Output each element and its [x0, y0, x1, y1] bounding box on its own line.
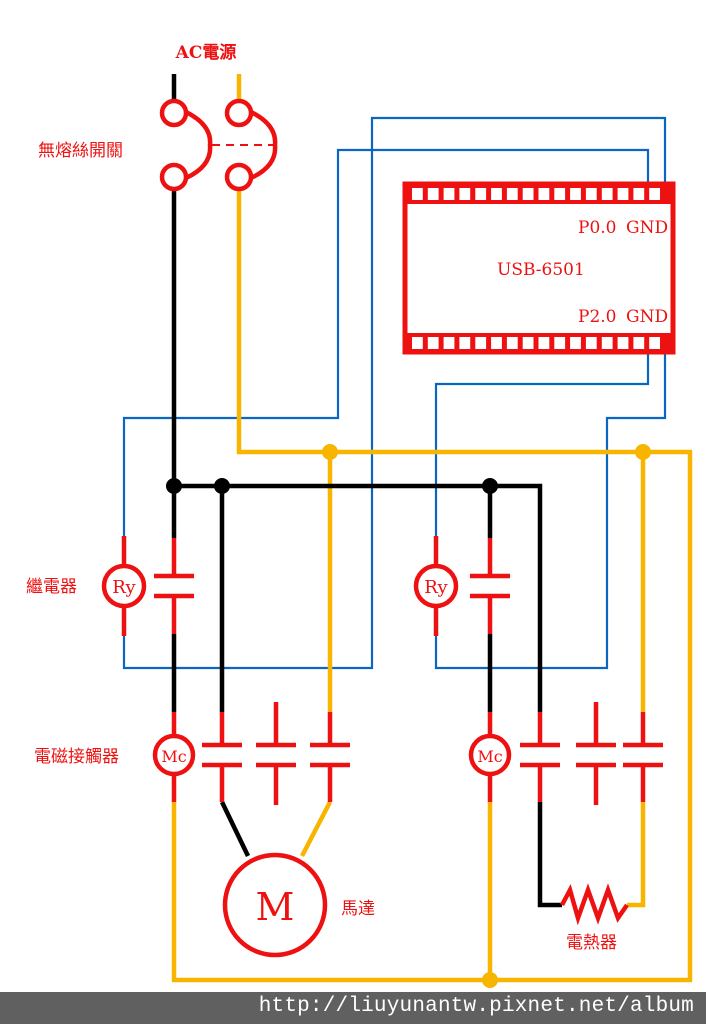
wire-black-bus [174, 483, 543, 712]
pin-window [427, 337, 439, 349]
pin-window [412, 337, 423, 349]
line-wires [171, 74, 562, 908]
relay-coil-symbol: Ry [424, 577, 448, 598]
pin-window [491, 337, 502, 349]
motor-letter: M [256, 885, 295, 929]
pin-window [554, 337, 566, 349]
pin-window [601, 337, 613, 349]
contactor-coil [468, 733, 512, 777]
junction-dot [166, 478, 182, 494]
watermark-url: http://liuyunantw.pixnet.net/album [258, 995, 694, 1018]
breaker-terminal [224, 98, 254, 128]
pin-window [617, 337, 629, 349]
relay-contact [470, 538, 510, 634]
pin-window [585, 188, 597, 200]
pin-window [506, 188, 518, 200]
pin-window [491, 188, 502, 200]
pin-window [443, 188, 455, 200]
junctions [166, 444, 651, 988]
contactor-2: Mc [468, 702, 663, 805]
pin-window [570, 337, 581, 349]
breaker-terminal [159, 98, 189, 128]
pin-window [649, 188, 660, 200]
pin-window [522, 188, 534, 200]
wire-p20 [434, 352, 650, 538]
pin-window [633, 337, 645, 349]
junction-dot [322, 444, 338, 460]
contactor-contacts [520, 702, 663, 805]
pin-label-gnd-top: GND [626, 218, 668, 238]
wire-gnd-top [122, 116, 667, 670]
pin-window [475, 188, 487, 200]
label-ac-power: AC電源 [175, 42, 237, 63]
wire-yellow-breaker-out [171, 190, 693, 983]
circuit-breaker [159, 98, 278, 192]
watermark-bar: http://liuyunantw.pixnet.net/album [0, 992, 706, 1024]
pin-window [538, 337, 550, 349]
label-relay: 繼電器 [26, 577, 77, 597]
relay-1: Ry [101, 536, 194, 636]
pin-window [617, 188, 629, 200]
pin-window [443, 337, 455, 349]
breaker-arc [184, 109, 213, 181]
junction-dot [482, 972, 498, 988]
junction-dot [214, 478, 230, 494]
pin-window [459, 337, 471, 349]
pin-window [601, 188, 613, 200]
signal-wires [122, 116, 667, 670]
contactor-1: Mc [152, 702, 350, 805]
pin-window [459, 188, 471, 200]
label-contactor: 電磁接觸器 [34, 747, 119, 767]
relay-2: Ry [413, 536, 510, 636]
wire-gnd-bottom [434, 352, 667, 670]
relay-coil [413, 563, 459, 609]
pin-window [506, 337, 518, 349]
contactor-coil-symbol: Mc [161, 747, 186, 766]
pins-bottom [412, 337, 660, 349]
wire-yellow-motor-lead [300, 800, 332, 858]
relay-coil [101, 563, 147, 609]
breaker-terminal [224, 162, 254, 192]
wire-p00 [122, 148, 650, 538]
neutral-wires [171, 74, 693, 983]
pin-window [554, 188, 566, 200]
breaker-terminal [159, 162, 189, 192]
motor: M [222, 852, 328, 958]
pin-label-gnd-bottom: GND [626, 307, 668, 327]
pin-window [570, 188, 581, 200]
pin-window [522, 337, 534, 349]
junction-dot [635, 444, 651, 460]
pin-window [538, 188, 550, 200]
wire-black-heater-lead [537, 802, 562, 908]
heater-resistor [560, 883, 629, 926]
pin-window [633, 188, 645, 200]
pin-window [427, 188, 439, 200]
relay-coil-symbol: Ry [112, 577, 136, 598]
label-breaker: 無熔絲開關 [38, 141, 123, 161]
breaker-arc [249, 109, 278, 181]
contactor-coil-symbol: Mc [477, 747, 502, 766]
usb-6501-module: P0.0 GND USB-6501 P2.0 GND [402, 181, 676, 355]
pins-top [412, 188, 660, 200]
contactor-contacts [202, 702, 350, 805]
motor-symbol [222, 852, 328, 958]
pin-label-p00: P0.0 [578, 218, 616, 238]
pin-window [585, 337, 597, 349]
wire-black-motor-lead [219, 801, 251, 857]
pin-label-p20: P2.0 [578, 307, 616, 327]
label-motor: 馬達 [341, 899, 375, 919]
pin-window [475, 337, 487, 349]
contactor-coil [152, 733, 196, 777]
junction-dot [482, 478, 498, 494]
module-name: USB-6501 [497, 260, 585, 280]
pin-window [649, 337, 660, 349]
pin-window [412, 188, 423, 200]
wire-yellow-heater-lead [627, 802, 646, 908]
label-heater: 電熱器 [566, 933, 617, 953]
relay-contact [154, 538, 194, 634]
